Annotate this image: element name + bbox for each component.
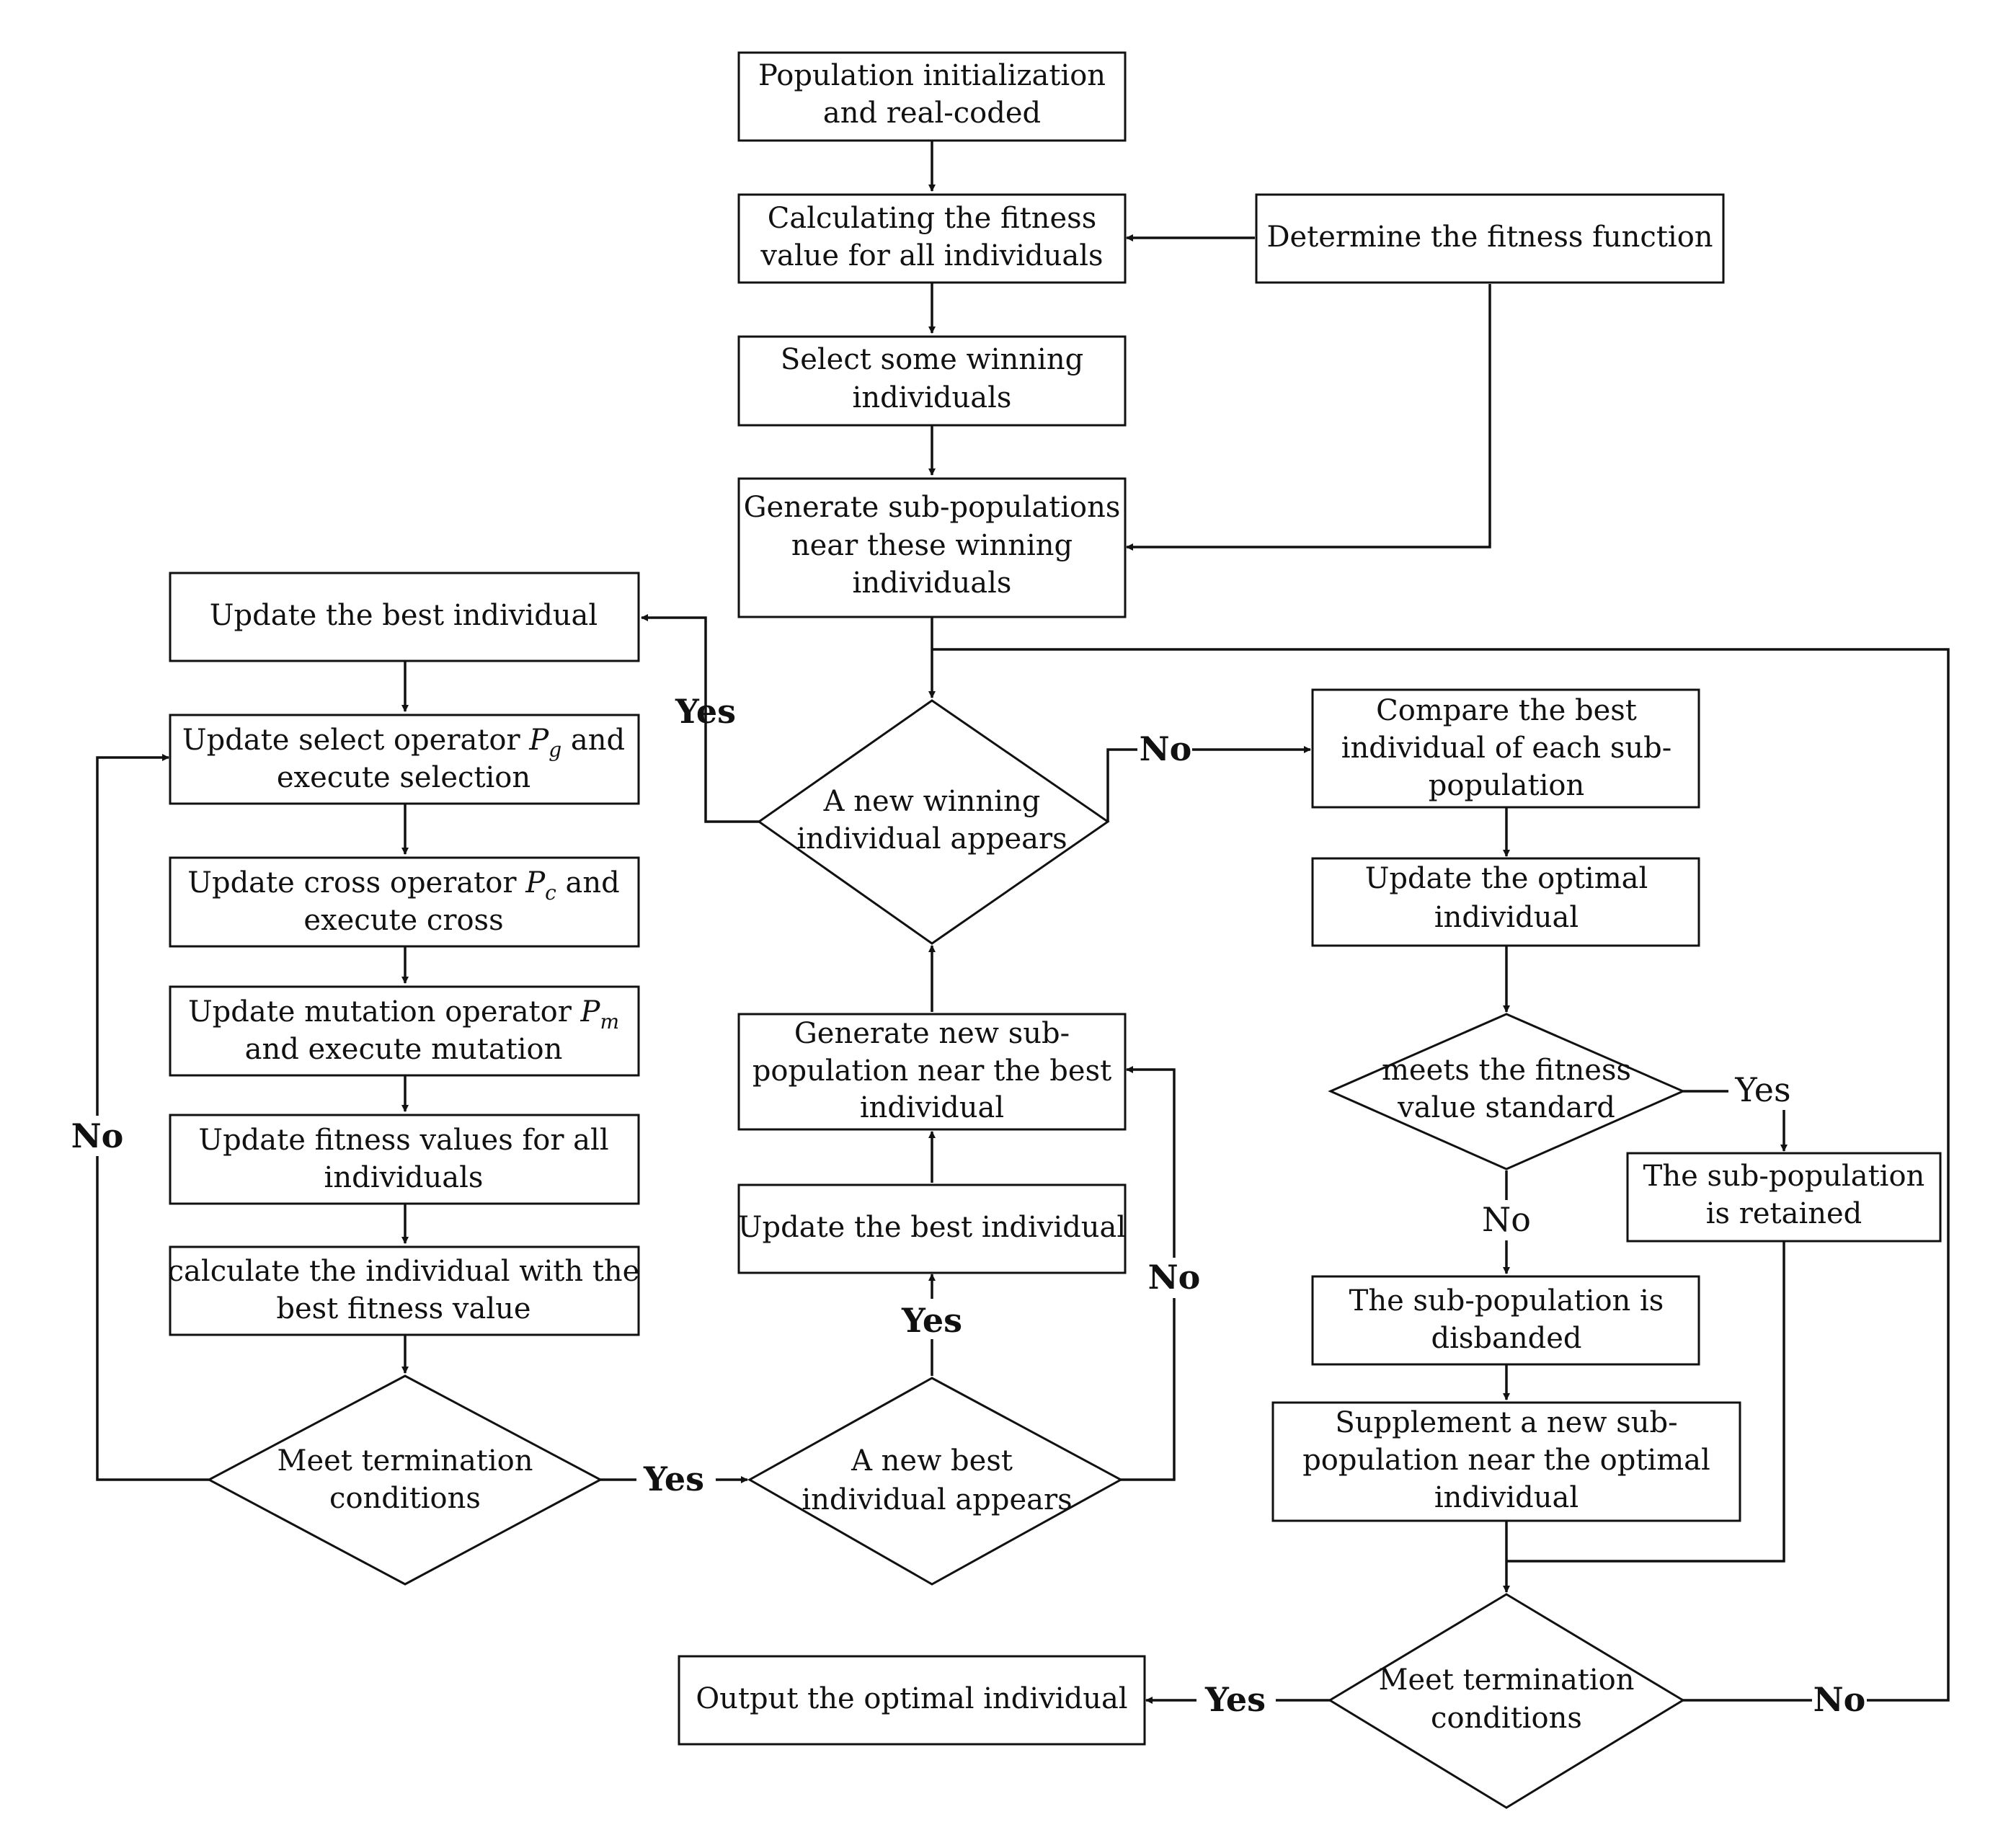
svg-text:Meet termination: Meet termination (1379, 1663, 1635, 1697)
svg-text:Population initialization: Population initialization (758, 59, 1106, 92)
label-yes-meets-std: Yes (1734, 1070, 1790, 1109)
svg-text:calculate the individual with: calculate the individual with the (168, 1255, 640, 1288)
node-supplement-subpopulation: Supplement a new sub- population near th… (1271, 1401, 1741, 1522)
node-meet-termination-left: Meet termination conditions (206, 1374, 603, 1586)
svg-text:Output the optimal individual: Output the optimal individual (696, 1682, 1127, 1715)
svg-text:Compare the best: Compare the best (1376, 694, 1637, 727)
node-meets-fitness-standard: meets the fitness value standard (1328, 1013, 1686, 1170)
label-yes-term-right: Yes (1204, 1680, 1266, 1719)
edge-newwinning-yes-to-updatebest (641, 614, 759, 823)
svg-text:A new winning: A new winning (823, 785, 1041, 818)
svg-text:individual appears: individual appears (802, 1483, 1072, 1516)
node-update-fitness-values: Update fitness values for all individual… (169, 1114, 640, 1205)
svg-text:conditions: conditions (329, 1482, 481, 1515)
node-determine-fitness-function: Determine the fitness function (1255, 193, 1725, 284)
svg-text:Generate new sub-: Generate new sub- (794, 1017, 1070, 1050)
svg-text:population near the best: population near the best (752, 1054, 1111, 1088)
svg-text:individual appears: individual appears (796, 822, 1067, 856)
label-no-new-winning: No (1140, 729, 1192, 768)
svg-text:Select some winning: Select some winning (781, 343, 1083, 376)
edge-newwinning-no-to-compare (1106, 746, 1311, 822)
label-no-meets-std: No (1482, 1200, 1531, 1239)
svg-text:Update cross operator Pc and: Update cross operator Pc and (187, 866, 619, 905)
svg-text:best fitness value: best fitness value (276, 1292, 530, 1325)
nodes: Population initialization and real-coded… (168, 51, 1942, 1809)
label-no-term-right: No (1813, 1680, 1866, 1719)
svg-text:Update fitness values for all: Update fitness values for all (198, 1124, 608, 1157)
svg-text:Calculating the fitness: Calculating the fitness (768, 202, 1096, 235)
node-subpopulation-retained: The sub-population is retained (1626, 1152, 1942, 1243)
svg-text:meets the fitness: meets the fitness (1382, 1054, 1631, 1087)
label-no-new-best: No (1148, 1258, 1201, 1297)
svg-text:Generate sub-populations: Generate sub-populations (744, 491, 1121, 524)
svg-text:individuals: individuals (853, 381, 1012, 414)
node-update-select-operator: Update select operator Pg and execute se… (169, 714, 640, 805)
node-calculate-fitness: Calculating the fitness value for all in… (737, 193, 1127, 284)
svg-text:Update the best individual: Update the best individual (738, 1211, 1126, 1244)
svg-text:value for all individuals: value for all individuals (760, 239, 1103, 272)
svg-text:Update mutation operator Pm: Update mutation operator Pm (188, 995, 619, 1034)
svg-text:and execute mutation: and execute mutation (245, 1033, 563, 1066)
node-update-cross-operator: Update cross operator Pc and execute cro… (169, 856, 640, 948)
svg-text:individual of each sub-: individual of each sub- (1341, 732, 1671, 765)
node-output-optimal: Output the optimal individual (678, 1655, 1146, 1746)
node-calculate-best-fitness: calculate the individual with the best f… (168, 1245, 640, 1336)
edge-labels: Yes No No Yes Yes No Yes No Yes No (65, 692, 1867, 1720)
svg-text:Meet termination: Meet termination (278, 1444, 533, 1478)
node-generate-subpopulations: Generate sub-populations near these winn… (737, 477, 1127, 618)
svg-text:individual: individual (1434, 1481, 1579, 1514)
svg-text:value standard: value standard (1397, 1091, 1615, 1124)
label-yes-new-winning: Yes (675, 692, 736, 731)
node-generate-new-subpopulation: Generate new sub- population near the be… (737, 1013, 1127, 1131)
svg-text:individual: individual (860, 1091, 1004, 1124)
node-update-best-mid: Update the best individual (737, 1183, 1127, 1274)
svg-text:individuals: individuals (324, 1161, 484, 1194)
edge-fitnessfn-to-genpops (1126, 284, 1491, 551)
label-yes-term-left: Yes (643, 1460, 704, 1498)
node-new-best-individual: A new best individual appears (747, 1377, 1124, 1586)
edge-retained-to-termright (1506, 1242, 1785, 1563)
svg-text:disbanded: disbanded (1431, 1322, 1581, 1355)
node-select-winning: Select some winning individuals (737, 335, 1127, 427)
svg-text:Update select operator Pg and: Update select operator Pg and (182, 724, 625, 762)
label-no-left-loop: No (71, 1116, 124, 1155)
svg-text:execute cross: execute cross (303, 904, 503, 937)
svg-text:conditions: conditions (1431, 1702, 1582, 1735)
svg-text:individuals: individuals (853, 567, 1012, 600)
svg-text:The sub-population: The sub-population (1643, 1160, 1925, 1193)
node-population-init: Population initialization and real-coded (737, 51, 1127, 142)
node-update-best-left: Update the best individual (169, 572, 640, 662)
node-subpopulation-disbanded: The sub-population is disbanded (1311, 1275, 1700, 1366)
node-new-winning-individual: A new winning individual appears (757, 699, 1110, 945)
svg-text:The sub-population is: The sub-population is (1349, 1284, 1664, 1318)
svg-text:execute selection: execute selection (277, 761, 530, 794)
svg-text:Supplement a new sub-: Supplement a new sub- (1335, 1406, 1677, 1439)
svg-text:and real-coded: and real-coded (823, 97, 1041, 130)
svg-text:Update the best individual: Update the best individual (210, 599, 598, 632)
node-meet-termination-right: Meet termination conditions (1328, 1593, 1685, 1809)
svg-text:individual: individual (1434, 901, 1579, 934)
svg-text:Update the optimal: Update the optimal (1365, 862, 1648, 895)
svg-text:near these winning: near these winning (791, 529, 1073, 562)
node-update-mutation-operator: Update mutation operator Pm and execute … (169, 985, 640, 1077)
svg-text:Determine the fitness function: Determine the fitness function (1266, 221, 1713, 254)
label-yes-new-best: Yes (901, 1301, 962, 1340)
svg-text:A new best: A new best (851, 1444, 1013, 1478)
svg-text:population: population (1429, 769, 1584, 802)
svg-text:is retained: is retained (1706, 1197, 1862, 1230)
svg-text:population near the optimal: population near the optimal (1302, 1444, 1710, 1477)
node-update-optimal: Update the optimal individual (1311, 857, 1700, 947)
node-compare-best: Compare the best individual of each sub-… (1311, 688, 1700, 809)
